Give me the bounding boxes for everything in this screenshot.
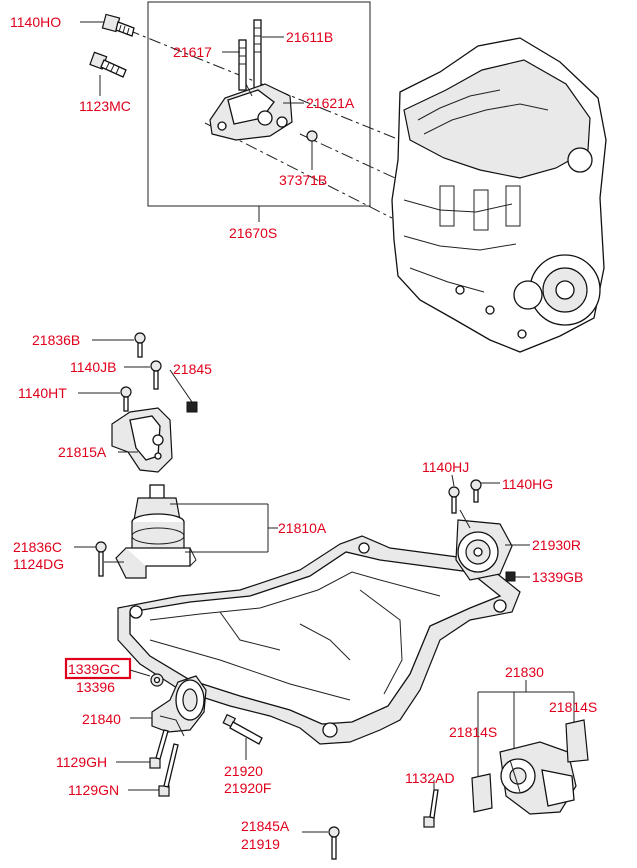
label-1129gn: 1129GN: [68, 782, 119, 798]
label-21919: 21919: [241, 836, 280, 852]
stud-21611b-icon: [253, 19, 262, 96]
bolt-1140ht-icon: [120, 386, 132, 412]
label-21930r: 21930R: [532, 537, 581, 553]
label-21836b: 21836B: [32, 332, 80, 348]
label-21920: 21920: [224, 763, 263, 779]
engine-block-icon: [391, 37, 607, 353]
bolt-1129gn-icon: [158, 743, 179, 797]
bolt-1140jb-icon: [150, 360, 162, 390]
nut-1339gc-icon: [150, 673, 164, 687]
label-21845a: 21845A: [241, 818, 290, 834]
roll-mount-21930r-icon: [455, 509, 513, 581]
label-1129gh: 1129GH: [56, 754, 107, 770]
engine-bracket-21621a-icon: [209, 83, 293, 141]
bolt-1132ad-icon: [423, 789, 439, 828]
label-1132ad: 1132AD: [405, 770, 455, 786]
nut-21845-icon: [186, 401, 198, 413]
subframe-crossmember-icon: [117, 535, 521, 745]
trans-mount-21830-icon: [499, 741, 577, 815]
label-21840: 21840: [82, 711, 121, 727]
bracket-21814s-right-icon: [565, 719, 589, 763]
bolt-21845a-icon: [328, 826, 340, 860]
label-37371b: 37371B: [279, 172, 327, 188]
label-21830: 21830: [505, 664, 544, 680]
engine-mount-21810a-icon: [115, 484, 197, 579]
label-1339gc: 1339GC: [68, 661, 120, 677]
label-21670s: 21670S: [229, 225, 277, 241]
stud-21617-icon: [238, 39, 247, 91]
highlight-box-1339gc: [64, 657, 132, 680]
label-21836c: 21836C: [13, 539, 62, 555]
mount-21840-icon: [151, 675, 207, 737]
bolt-1140hj-icon: [448, 486, 460, 514]
label-21621a: 21621A: [306, 95, 355, 111]
mount-bracket-21815a-icon: [111, 407, 173, 473]
label-21815a: 21815A: [58, 444, 107, 460]
label-21611b: 21611B: [286, 29, 333, 45]
label-21617: 21617: [173, 44, 212, 60]
label-21814s-left: 21814S: [449, 724, 497, 740]
bolt-1123mc-icon: [89, 51, 127, 78]
bolt-21920-icon: [222, 713, 263, 745]
label-1339gb: 1339GB: [532, 569, 583, 585]
bolt-1129gh-icon: [149, 729, 169, 769]
label-1140hg: 1140HG: [502, 476, 553, 492]
label-1140ht: 1140HT: [18, 385, 67, 401]
nut-1339gb-icon: [505, 571, 516, 582]
label-1140ho: 1140HO: [10, 14, 61, 30]
label-21810a: 21810A: [278, 520, 327, 536]
label-1140jb: 1140JB: [70, 359, 116, 375]
label-21920f: 21920F: [224, 780, 271, 796]
bracket-21814s-left-icon: [471, 773, 493, 813]
label-21845: 21845: [173, 361, 212, 377]
bolt-21836c-icon: [95, 541, 107, 577]
label-1123mc: 1123MC: [79, 98, 131, 114]
label-1124dg: 1124DG: [13, 556, 64, 572]
bolt-1140ho-icon: [101, 13, 135, 37]
bolt-21836b-icon: [134, 332, 146, 358]
label-21814s-right: 21814S: [549, 699, 597, 715]
bolt-1140hg-icon: [470, 479, 482, 503]
label-1140hj: 1140HJ: [422, 459, 469, 475]
label-13396: 13396: [76, 679, 115, 695]
